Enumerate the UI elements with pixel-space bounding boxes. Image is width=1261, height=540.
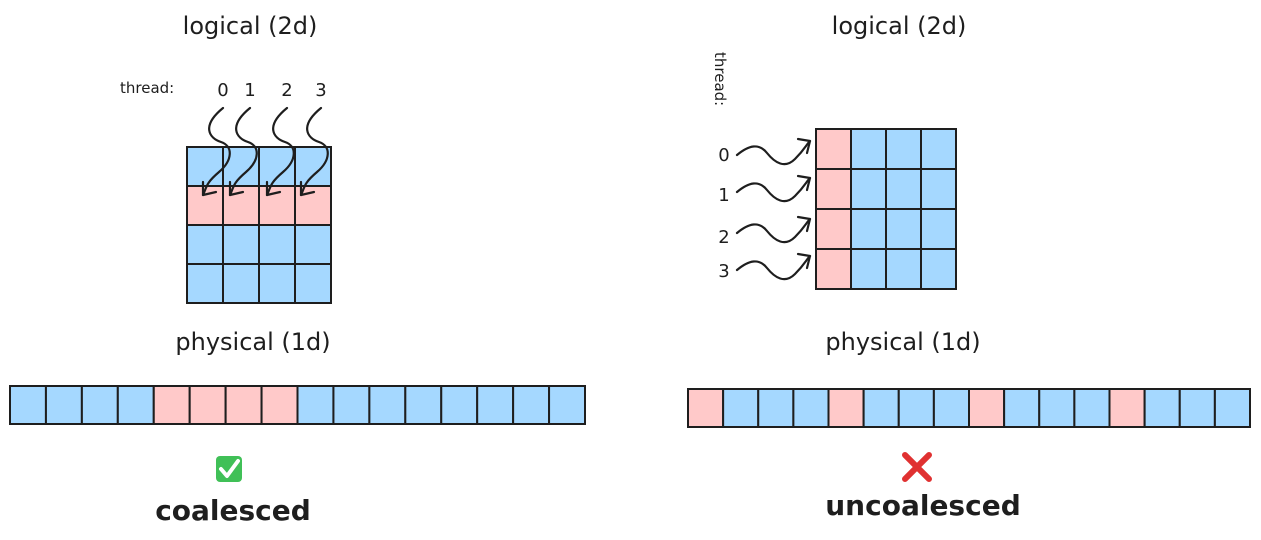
left-panel: logical (2d) thread: 0 1 2 3 physical (1… — [9, 12, 586, 527]
right-panel: logical (2d) thread: 0 1 2 3 physical (1… — [687, 12, 1251, 522]
right-status-label: uncoalesced — [825, 489, 1020, 522]
left-logical-title: logical (2d) — [183, 12, 318, 40]
left-grid-cell-r0-c1 — [222, 146, 260, 187]
left-strip-cell-12 — [440, 385, 479, 425]
right-grid-cell-r3-c1 — [850, 248, 887, 290]
right-strip-cell-2 — [757, 388, 795, 428]
right-thread-arrow-3 — [735, 252, 812, 281]
left-logical-grid — [186, 146, 332, 304]
right-strip-cell-15 — [1213, 388, 1251, 428]
left-strip-cell-13 — [476, 385, 515, 425]
cross-mark-icon — [902, 452, 932, 482]
right-thread-id-1: 1 — [718, 185, 729, 206]
right-strip-cell-4 — [827, 388, 865, 428]
right-thread-arrow-1 — [735, 174, 812, 203]
left-strip-cell-4 — [152, 385, 191, 425]
right-grid-cell-r1-c1 — [850, 168, 887, 210]
right-strip-cell-9 — [1003, 388, 1041, 428]
left-strip-cell-0 — [9, 385, 47, 425]
right-thread-arrow-0 — [735, 137, 812, 166]
right-grid-cell-r0-c1 — [850, 128, 887, 170]
left-thread-arrow-0 — [201, 106, 231, 197]
right-strip-cell-1 — [722, 388, 760, 428]
left-physical-strip — [9, 385, 586, 425]
left-grid-cell-r2-c0 — [186, 224, 224, 265]
right-grid-cell-r3-c0 — [815, 248, 852, 290]
left-physical-title: physical (1d) — [175, 328, 330, 356]
left-thread-arrow-3 — [299, 106, 329, 197]
right-strip-cell-6 — [897, 388, 935, 428]
right-strip-cell-14 — [1178, 388, 1216, 428]
right-logical-grid — [815, 128, 957, 290]
left-strip-cell-11 — [404, 385, 443, 425]
right-strip-cell-3 — [792, 388, 830, 428]
left-grid-cell-r3-c3 — [294, 263, 332, 304]
right-grid-cell-r2-c1 — [850, 208, 887, 250]
left-thread-arrow-1 — [228, 106, 258, 197]
right-thread-id-3: 3 — [718, 261, 729, 282]
right-thread-id-2: 2 — [718, 227, 729, 248]
right-physical-title: physical (1d) — [825, 328, 980, 356]
left-grid-cell-r2-c3 — [294, 224, 332, 265]
right-strip-cell-10 — [1038, 388, 1076, 428]
left-grid-cell-r3-c0 — [186, 263, 224, 304]
right-thread-arrow-2 — [735, 215, 812, 244]
right-strip-cell-11 — [1073, 388, 1111, 428]
left-grid-cell-r0-c0 — [186, 146, 224, 187]
right-grid-cell-r2-c3 — [920, 208, 957, 250]
left-grid-cell-r2-c2 — [258, 224, 296, 265]
right-grid-cell-r2-c0 — [815, 208, 852, 250]
right-strip-cell-13 — [1143, 388, 1181, 428]
left-grid-cell-r3-c2 — [258, 263, 296, 304]
left-thread-id-0: 0 — [217, 80, 228, 101]
right-thread-label: thread: — [711, 52, 729, 106]
right-grid-cell-r2-c2 — [885, 208, 922, 250]
left-grid-cell-r0-c3 — [294, 146, 332, 187]
right-thread-arrows — [735, 137, 812, 281]
left-thread-label: thread: — [120, 79, 174, 97]
left-strip-cell-14 — [512, 385, 551, 425]
right-grid-cell-r0-c3 — [920, 128, 957, 170]
left-strip-cell-9 — [332, 385, 371, 425]
left-thread-id-1: 1 — [244, 80, 255, 101]
left-strip-cell-6 — [224, 385, 263, 425]
right-strip-cell-0 — [687, 388, 725, 428]
right-grid-cell-r3-c3 — [920, 248, 957, 290]
right-grid-cell-r1-c2 — [885, 168, 922, 210]
right-thread-id-0: 0 — [718, 145, 729, 166]
right-physical-strip — [687, 388, 1251, 428]
right-grid-cell-r0-c0 — [815, 128, 852, 170]
right-grid-cell-r0-c2 — [885, 128, 922, 170]
right-grid-cell-r1-c0 — [815, 168, 852, 210]
left-strip-cell-1 — [44, 385, 83, 425]
left-status-label: coalesced — [155, 494, 311, 527]
left-thread-id-3: 3 — [315, 80, 326, 101]
right-strip-cell-8 — [968, 388, 1006, 428]
left-thread-arrow-2 — [265, 106, 295, 197]
left-strip-cell-8 — [296, 385, 335, 425]
left-thread-arrows — [201, 106, 329, 197]
left-grid-cell-r3-c1 — [222, 263, 260, 304]
left-strip-cell-10 — [368, 385, 407, 425]
left-strip-cell-5 — [188, 385, 227, 425]
left-strip-cell-7 — [260, 385, 299, 425]
left-thread-id-2: 2 — [281, 80, 292, 101]
left-strip-cell-2 — [80, 385, 119, 425]
left-strip-cell-15 — [548, 385, 586, 425]
right-grid-cell-r3-c2 — [885, 248, 922, 290]
right-grid-cell-r1-c3 — [920, 168, 957, 210]
left-strip-cell-3 — [116, 385, 155, 425]
right-strip-cell-5 — [862, 388, 900, 428]
right-logical-title: logical (2d) — [832, 12, 967, 40]
check-mark-icon — [216, 456, 242, 482]
right-strip-cell-7 — [932, 388, 970, 428]
right-strip-cell-12 — [1108, 388, 1146, 428]
left-grid-cell-r2-c1 — [222, 224, 260, 265]
